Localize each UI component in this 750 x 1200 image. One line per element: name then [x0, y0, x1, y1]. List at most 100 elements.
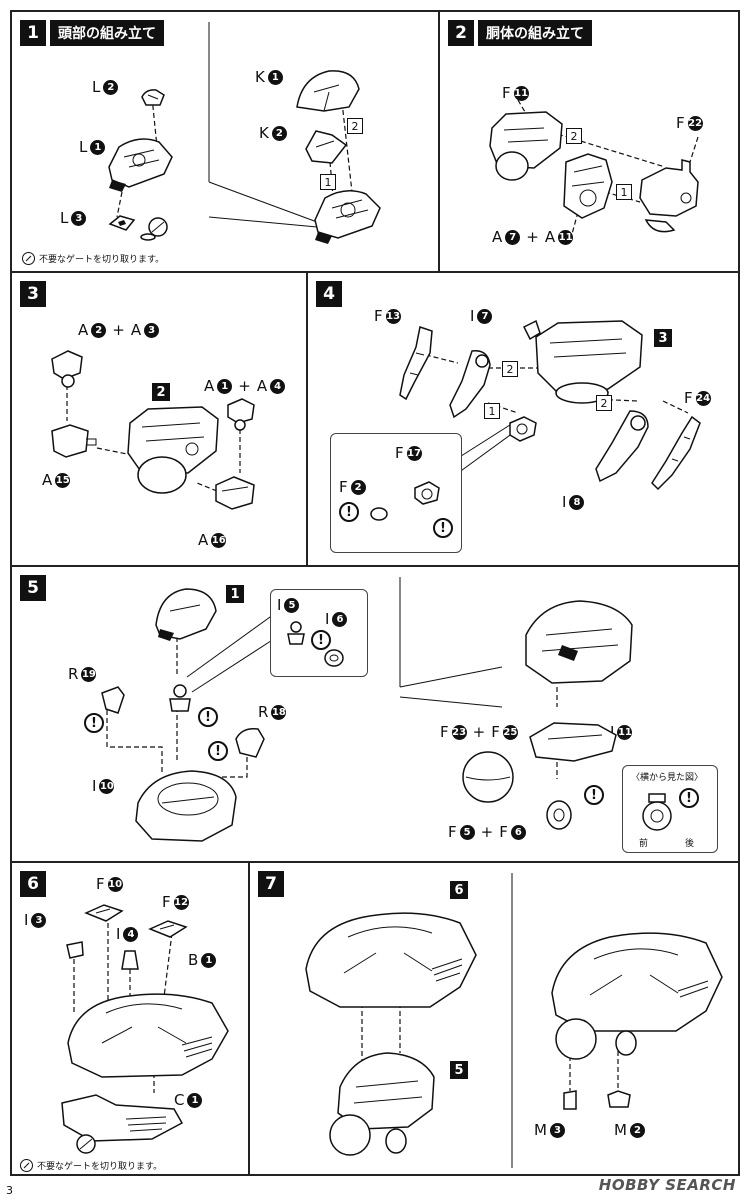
gate-cut-illustration	[76, 1134, 96, 1154]
ref-step-1: 1	[226, 585, 244, 603]
side-view-wheel	[642, 793, 672, 831]
ref-step-3: 3	[654, 329, 672, 347]
warning-icon: !	[339, 502, 359, 522]
part-i10-base	[135, 770, 237, 842]
substep-1: 1	[484, 403, 500, 419]
substep-2: 2	[566, 128, 582, 144]
side-view-box: 〈横から見た図〉 ! 前 後	[622, 765, 718, 853]
watermark-brand: HOBBY SEARCH	[598, 1176, 736, 1194]
warning-icon: !	[311, 630, 331, 650]
part-a7-a11	[563, 153, 613, 219]
substep-2: 2	[347, 118, 363, 134]
step-number: 7	[258, 871, 284, 897]
substep-2: 2	[596, 395, 612, 411]
ref-step-2: 2	[152, 383, 170, 401]
part-i4	[121, 950, 139, 970]
head-on-body	[525, 600, 633, 684]
part-i5	[287, 621, 305, 645]
page-number: 3	[6, 1184, 13, 1197]
back-label: 後	[685, 839, 695, 849]
part-r18	[235, 727, 265, 758]
part-f2	[370, 507, 388, 521]
step-title: 頭部の組み立て	[50, 20, 164, 46]
part-m2	[607, 1090, 631, 1108]
nipper-icon	[20, 1159, 33, 1172]
part-a1-a4	[227, 398, 255, 431]
head-assembly	[314, 190, 381, 244]
part-k2	[305, 130, 348, 164]
ref-step-6: 6	[450, 881, 468, 899]
side-view-title: 〈横から見た図〉	[631, 773, 704, 783]
part-b1-shell	[67, 993, 229, 1078]
part-i3	[66, 941, 84, 959]
part-f22	[639, 159, 699, 233]
warning-icon: !	[198, 707, 218, 727]
part-f17	[414, 481, 440, 505]
body-assembly	[329, 1052, 435, 1156]
substep-2: 2	[502, 361, 518, 377]
part-i11	[529, 722, 617, 762]
part-f23-f25-ball	[462, 751, 514, 803]
part-f24	[651, 415, 701, 491]
part-a16	[215, 476, 255, 510]
substep-1: 1	[320, 174, 336, 190]
part-f10	[84, 904, 124, 922]
step-number: 2	[448, 20, 474, 46]
part-m3	[563, 1090, 577, 1110]
part-r19	[101, 686, 125, 714]
part-i5-neck	[169, 684, 191, 712]
gate-cut-note: 不要なゲートを切り取ります。	[20, 1159, 162, 1172]
front-label: 前	[639, 839, 649, 849]
step-number: 6	[20, 871, 46, 897]
nipper-icon	[22, 252, 35, 265]
step-number: 1	[20, 20, 46, 46]
step-number: 4	[316, 281, 342, 307]
substep-1: 1	[616, 184, 632, 200]
warning-icon: !	[679, 788, 699, 808]
step-title: 胴体の組み立て	[478, 20, 592, 46]
part-i8	[595, 410, 649, 483]
part-a15	[51, 424, 97, 458]
part-k1	[296, 70, 360, 112]
ref-step-5: 5	[450, 1061, 468, 1079]
part-f12	[148, 920, 188, 938]
part-i6	[324, 649, 344, 667]
warning-icon: !	[208, 741, 228, 761]
torso-assembly	[127, 406, 219, 494]
part-f13	[399, 326, 433, 401]
part-l2	[141, 89, 165, 106]
part-a2-a3	[51, 350, 83, 388]
